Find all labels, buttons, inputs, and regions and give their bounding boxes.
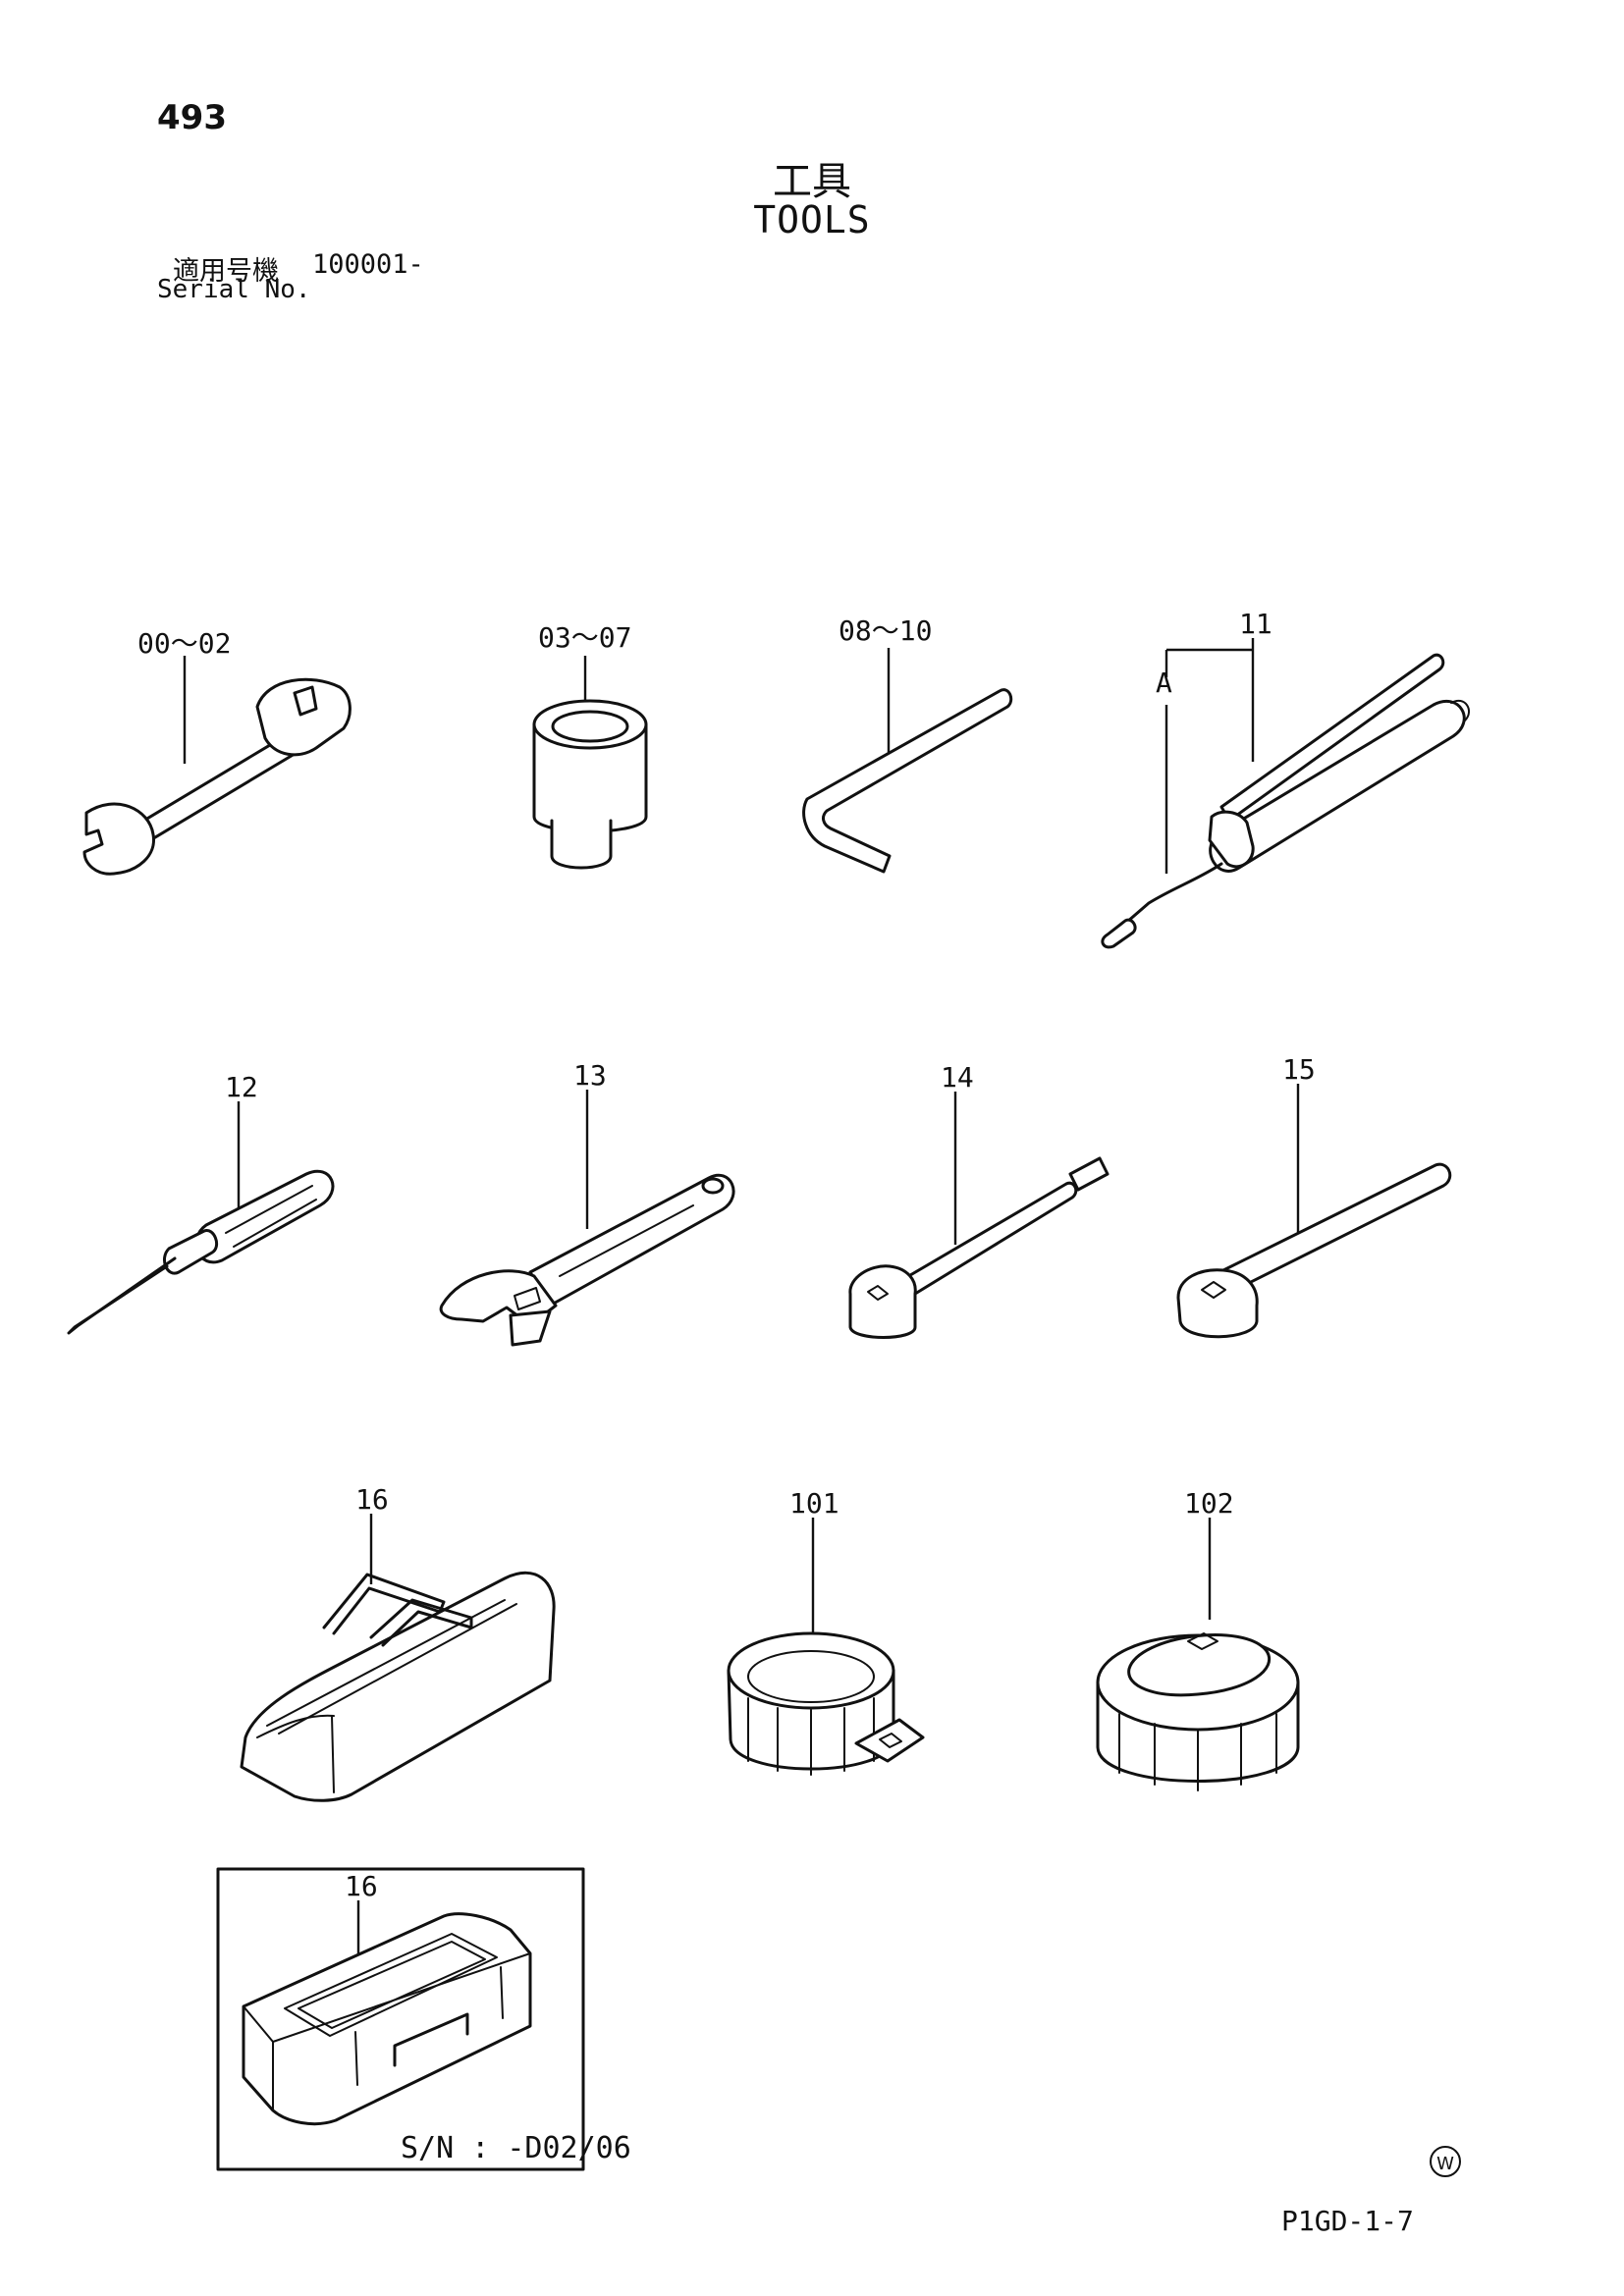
callout-adjustable-wrench: 13 <box>573 1059 607 1092</box>
callout-grease-gun-hose: A <box>1156 667 1172 699</box>
grease-gun <box>1101 638 1470 949</box>
cap-filter-wrench <box>1096 1518 1300 1791</box>
screwdriver <box>67 1101 335 1335</box>
w-mark-letter: W <box>1436 2154 1454 2174</box>
serial-number-value: 100001- <box>312 249 424 280</box>
serial-label-english: Serial No. <box>157 275 311 304</box>
callout-ratchet-handle: 15 <box>1282 1053 1316 1086</box>
callout-tool-box: 16 <box>345 1870 378 1902</box>
ratchet-handle <box>1176 1084 1452 1339</box>
hex-key <box>802 648 1013 874</box>
callout-hex-key: 08～10 <box>839 614 932 647</box>
socket <box>532 656 648 870</box>
extension-bar <box>848 1092 1110 1339</box>
w-mark-icon <box>1430 2146 1461 2177</box>
drawing-code: P1GD-1-7 <box>1281 2205 1414 2237</box>
callout-cap-filter-wrench: 102 <box>1184 1487 1234 1520</box>
serial-label-japanese: 適用号機 <box>173 256 279 287</box>
callout-strap-filter-wrench: 101 <box>789 1487 839 1520</box>
tool-box <box>242 1900 532 2126</box>
callout-wrench: 00～02 <box>137 627 231 660</box>
tool-box-inset-frame <box>216 1867 585 2171</box>
callout-tool-bag: 16 <box>355 1483 389 1516</box>
callout-socket: 03～07 <box>538 621 631 654</box>
tool-bag <box>240 1514 556 1802</box>
page-number: 493 <box>157 98 227 137</box>
inset-serial-note: S/N : -D02/06 <box>401 2131 631 2165</box>
callout-screwdriver: 12 <box>225 1071 258 1103</box>
callout-extension-bar: 14 <box>941 1061 974 1094</box>
page-title-english: TOOLS <box>753 198 871 241</box>
page-title-japanese: 工具 <box>773 159 851 204</box>
open-end-wrench <box>82 656 352 876</box>
adjustable-wrench <box>439 1090 735 1347</box>
callout-grease-gun: 11 <box>1239 608 1272 640</box>
strap-filter-wrench <box>727 1518 925 1776</box>
